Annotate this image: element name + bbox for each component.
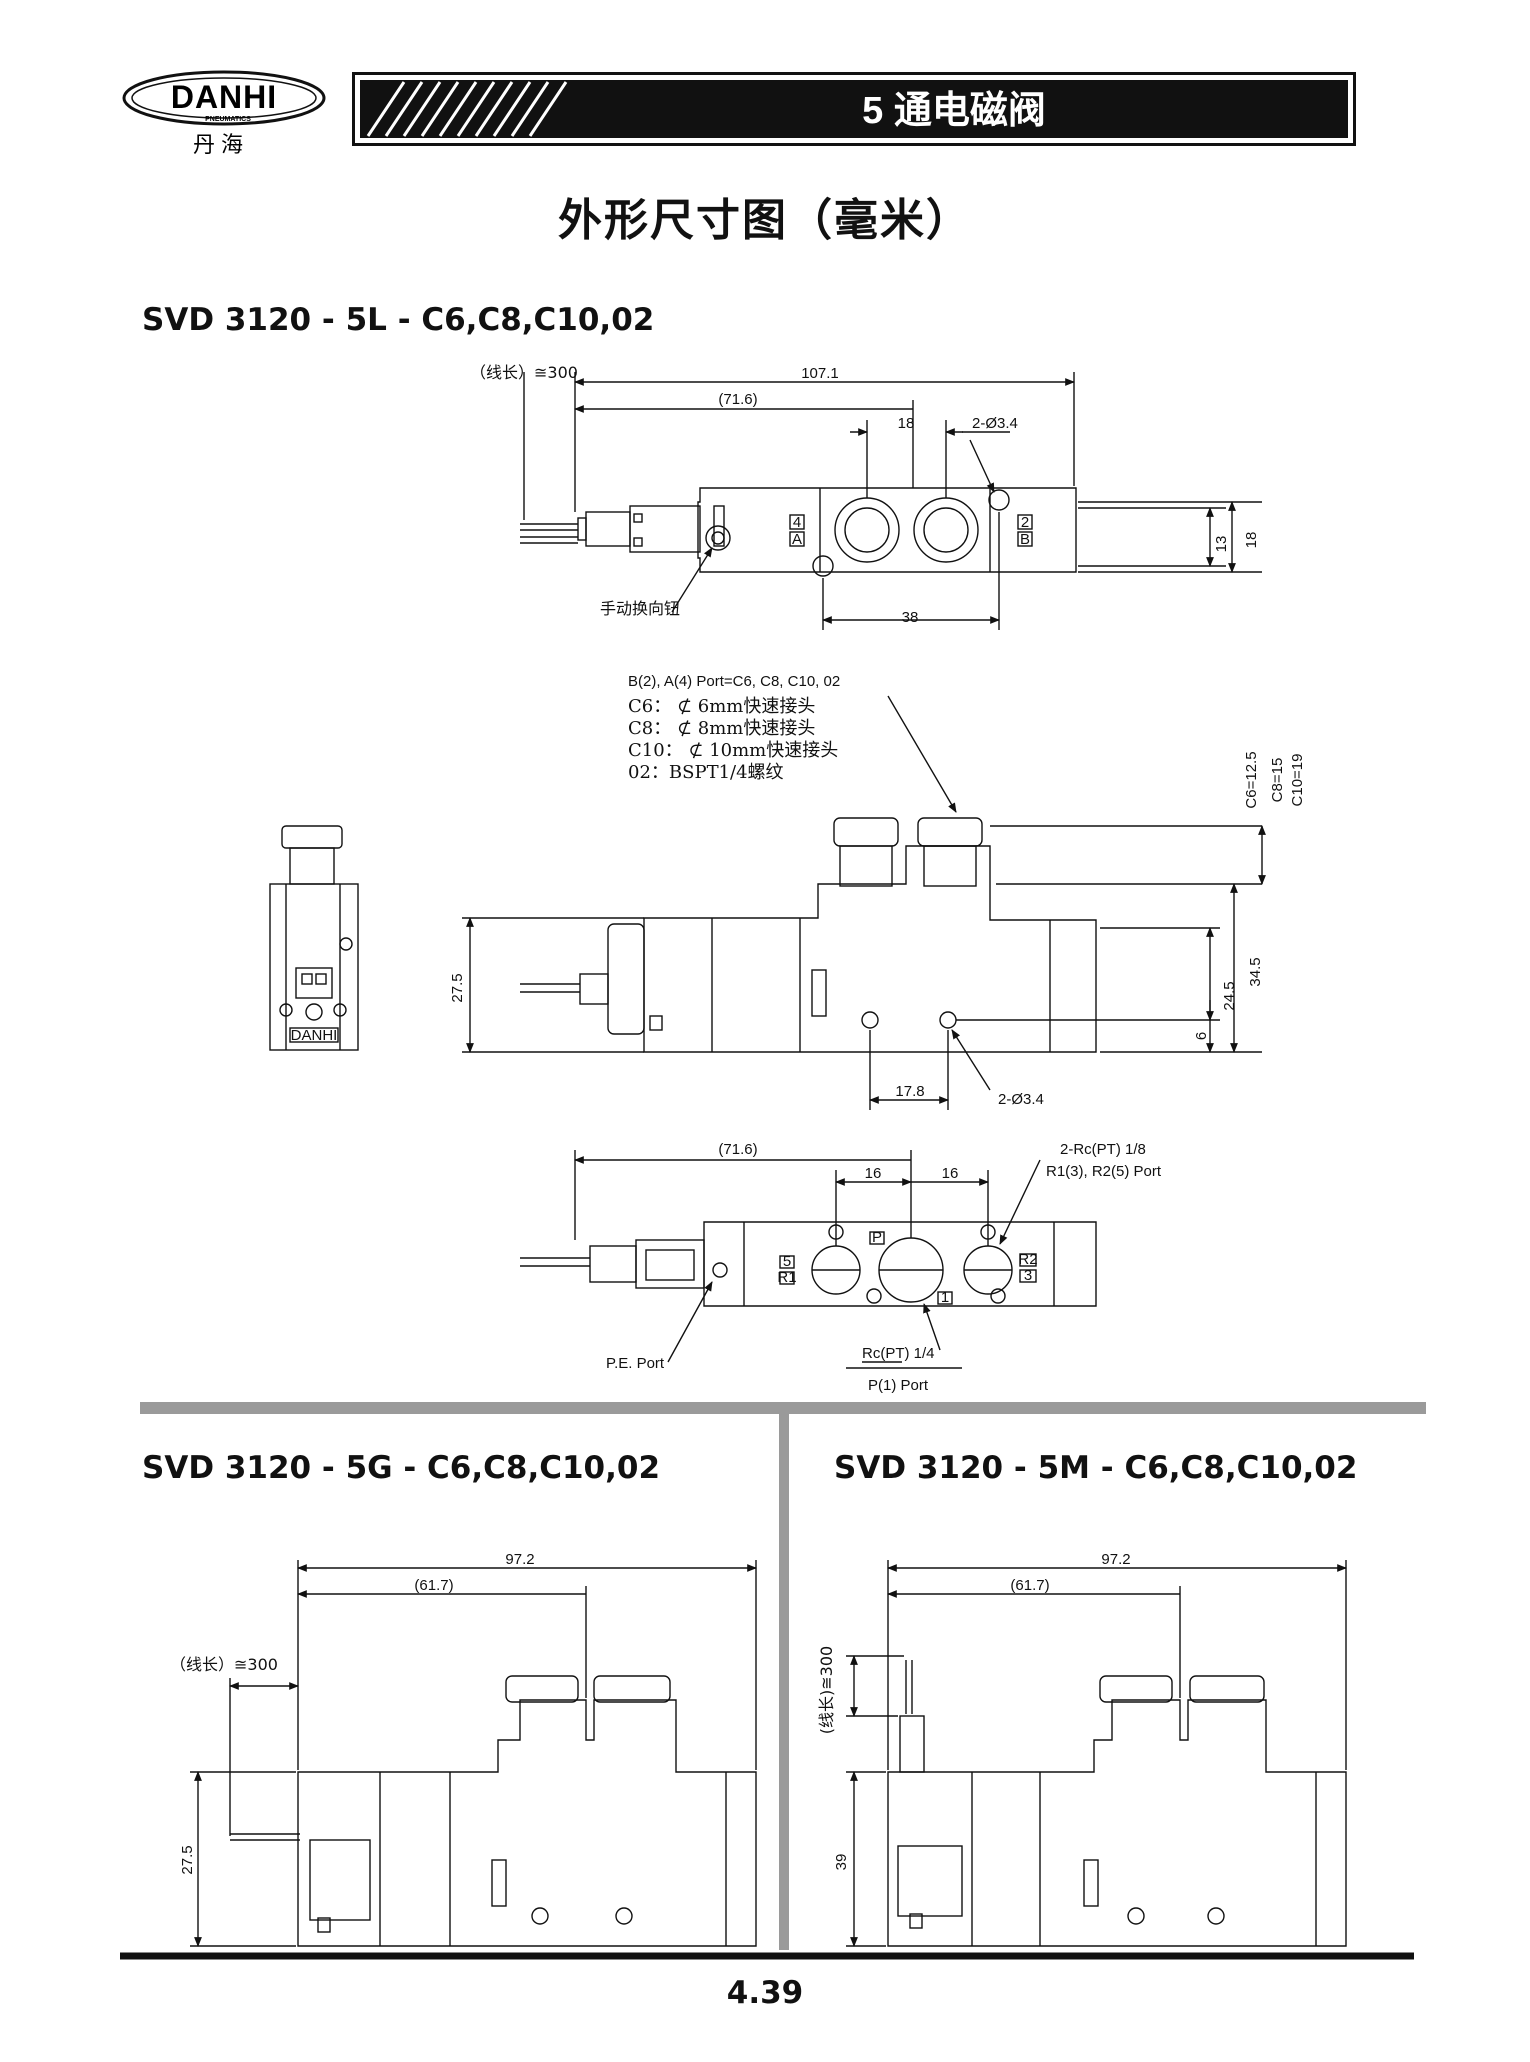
dim-6: 6: [1193, 1032, 1210, 1040]
dim-18-height: 18: [1243, 532, 1260, 549]
dim-17-8: 17.8: [895, 1083, 924, 1100]
logo-brand: DANHI: [171, 79, 277, 115]
port-5-label: 5: [783, 1253, 791, 1270]
port-2-label: 2: [1021, 514, 1029, 531]
p-port-label: P(1) Port: [868, 1377, 929, 1394]
page-title: 外形尺寸图（毫米）: [558, 195, 972, 246]
dim-97-2-g: 97.2: [505, 1551, 534, 1568]
spec-c8: C8： ⊄ 8mm快速接头: [628, 718, 815, 739]
port-1-label: 1: [941, 1289, 949, 1306]
model-title-5l: SVD 3120 - 5L - C6,C8,C10,02: [142, 302, 655, 338]
port-p-label: P: [872, 1229, 882, 1246]
dim-71-6-top: (71.6): [718, 391, 757, 408]
dim-13: 13: [1213, 536, 1230, 553]
dim-c6: C6=12.5: [1243, 751, 1260, 808]
port-3-label: 3: [1024, 1267, 1032, 1284]
port-b-label: B: [1020, 531, 1030, 548]
rc-14-label: Rc(PT) 1/4: [862, 1345, 935, 1362]
dim-16-left: 16: [865, 1165, 882, 1182]
dim-holes-top: 2-Ø3.4: [972, 415, 1018, 432]
g-drawing: [190, 1560, 757, 1947]
spec-02: 02：BSPT1/4螺纹: [628, 762, 784, 783]
dim-107-1: 107.1: [801, 365, 839, 382]
wire-length-top: （线长）≅300: [470, 363, 578, 382]
page-number: 4.39: [726, 1975, 804, 2011]
dim-16-right: 16: [942, 1165, 959, 1182]
spec-c6: C6： ⊄ 6mm快速接头: [628, 696, 815, 717]
header-bar: 5 通电磁阀: [352, 72, 1356, 146]
danhi-mark: DANHI: [291, 1027, 338, 1044]
dim-c10: C10=19: [1289, 754, 1306, 807]
dim-39-m: 39: [833, 1854, 850, 1871]
port-r2-label: R2: [1018, 1251, 1037, 1268]
manual-button-label: 手动换向钮: [600, 599, 680, 618]
dim-18-pitch: 18: [898, 415, 915, 432]
header-title: 5 通电磁阀: [862, 90, 1046, 132]
dim-27-5-g: 27.5: [179, 1845, 196, 1874]
dim-61-7-m: (61.7): [1010, 1577, 1049, 1594]
bottom-view-drawing: [520, 1150, 1097, 1369]
top-view-drawing: [520, 372, 1262, 630]
port-r1-label: R1: [777, 1269, 796, 1286]
wire-length-g: （线长）≅300: [170, 1655, 278, 1674]
model-title-5g: SVD 3120 - 5G - C6,C8,C10,02: [142, 1450, 661, 1486]
dim-34-5: 34.5: [1247, 957, 1264, 986]
dim-97-2-m: 97.2: [1101, 1551, 1130, 1568]
dim-c8: C8=15: [1269, 758, 1286, 803]
logo-cn: 丹 海: [193, 132, 243, 157]
spec-c10: C10： ⊄ 10mm快速接头: [628, 740, 838, 761]
m-drawing: [846, 1560, 1347, 1947]
dim-38: 38: [902, 609, 919, 626]
dim-24-5: 24.5: [1221, 981, 1238, 1010]
rc-18-label: 2-Rc(PT) 1/8: [1060, 1141, 1146, 1158]
dim-71-6-bottom: (71.6): [718, 1141, 757, 1158]
logo-sub: PNEUMATICS: [205, 116, 251, 123]
port-spec-title: B(2), A(4) Port=C6, C8, C10, 02: [628, 673, 840, 690]
dim-61-7-g: (61.7): [414, 1577, 453, 1594]
dim-27-5-side: 27.5: [449, 973, 466, 1002]
port-a-label: A: [792, 531, 802, 548]
danhi-logo: DANHI PNEUMATICS 丹 海: [120, 68, 340, 158]
side-view-drawing: [269, 695, 1266, 1110]
dim-holes-side: 2-Ø3.4: [998, 1091, 1044, 1108]
wire-length-m: (线长)≅300: [817, 1646, 836, 1734]
r-ports-label: R1(3), R2(5) Port: [1046, 1163, 1162, 1180]
port-4-label: 4: [793, 514, 801, 531]
model-title-5m: SVD 3120 - 5M - C6,C8,C10,02: [834, 1450, 1358, 1486]
pe-port-label: P.E. Port: [606, 1355, 665, 1372]
